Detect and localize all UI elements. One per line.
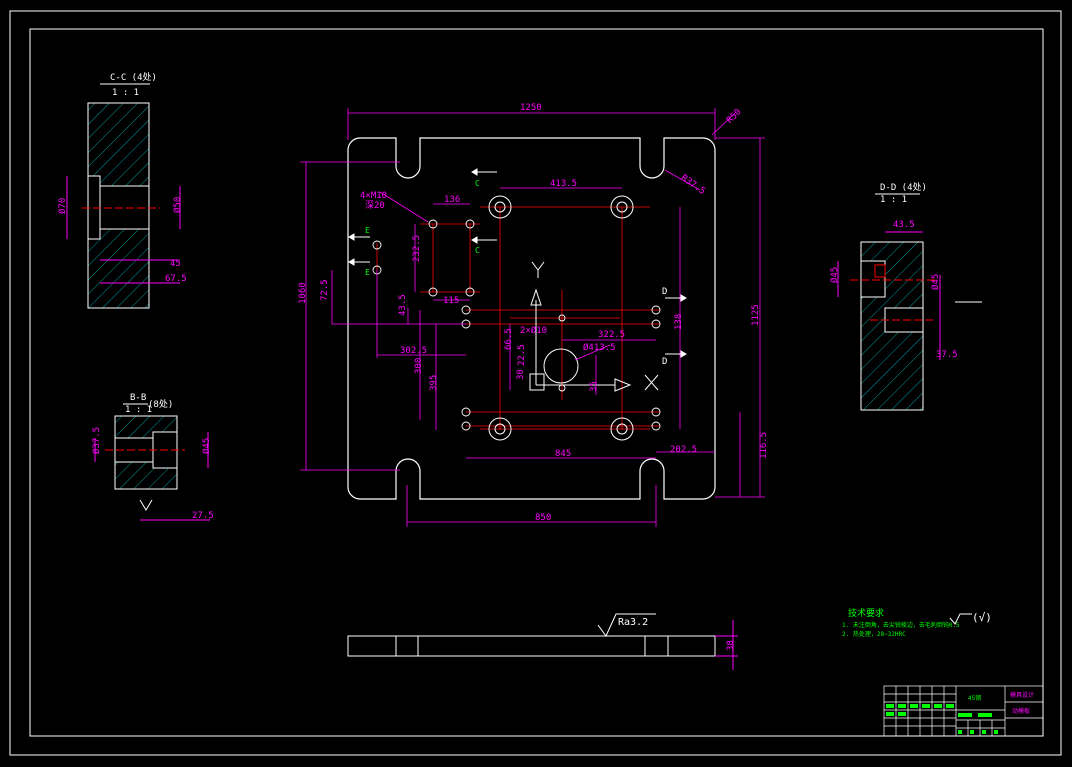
section-marker-e2: E — [365, 268, 370, 277]
tech-title: 技术要求 — [848, 607, 884, 619]
dim-corner: R50 — [725, 107, 744, 126]
cc-dim-0: Ø70 — [57, 198, 68, 214]
hole-callout: 4×M10 — [360, 191, 387, 201]
dim-115: 115 — [443, 296, 459, 306]
title-block — [883, 685, 1044, 737]
dim-136: 136 — [444, 195, 460, 205]
title-block-drawing: 动模板 — [1012, 707, 1030, 715]
dim-138: 138 — [674, 314, 684, 330]
hole-callout-sub: 深20 — [365, 200, 385, 211]
section-bb: B-B 1 : 1 (8处) Ø37.5 Ø45 27.5 — [91, 393, 214, 521]
bb-dim-0: Ø37.5 — [91, 427, 102, 454]
side-thickness: 38 — [726, 640, 736, 651]
section-cc: C-C (4处) 1 : 1 Ø70 Ø50 45 67.5 — [57, 71, 187, 309]
bb-dim-2: 27.5 — [192, 511, 214, 521]
dim-435: 43.5 — [398, 294, 408, 316]
section-marker-d1: D — [662, 287, 667, 297]
tech-requirements: 技术要求 1. 未注倒角，去尖锐棱边，去毛刺倒钝0.5 2. 热处理，28~32… — [842, 607, 992, 638]
dd-dim-2: Ø45 — [930, 274, 941, 290]
guide-holes — [488, 195, 634, 441]
cc-dim-3: 67.5 — [165, 274, 187, 284]
bb-dim-1: Ø45 — [201, 438, 212, 454]
tech-line-2: 2. 热处理，28~32HRC — [842, 630, 906, 638]
section-cc-title: C-C (4处) — [110, 71, 157, 83]
dim-ver1: 66.5 — [504, 328, 514, 350]
main-plate-view: 1250 1060 1125 R50 R37.5 4×M10 深20 413.5… — [298, 103, 769, 527]
section-dd: D-D (4处) 1 : 1 43.5 Ø45 Ø45 37.5 — [829, 181, 982, 411]
inner-frame — [29, 28, 1044, 737]
section-cc-scale: 1 : 1 — [112, 88, 139, 98]
side-view: 38 Ra3.2 — [347, 613, 738, 670]
section-marker-c2: C — [475, 246, 480, 255]
section-marker-c1: C — [475, 179, 480, 188]
section-bb-title: B-B — [130, 393, 146, 403]
dd-dim-0: 43.5 — [893, 220, 915, 230]
title-block-material: 45钢 — [968, 694, 981, 702]
side-roughness: Ra3.2 — [618, 617, 648, 628]
dim-overall-height: 1060 — [298, 282, 308, 304]
dim-725: 72.5 — [320, 279, 330, 301]
dim-300: 300 — [414, 358, 424, 374]
dim-2x10: 2×Ø10 — [520, 325, 547, 336]
dim-ver4: 35 — [589, 381, 599, 392]
dim-2325: 232.5 — [412, 235, 422, 262]
dim-395: 395 — [429, 375, 439, 391]
dd-dim-3: 37.5 — [936, 350, 958, 360]
dim-845: 845 — [555, 449, 571, 459]
dim-1165: 116.5 — [759, 432, 769, 459]
plate-outline — [347, 137, 716, 500]
roughness-other: (√) — [972, 611, 992, 624]
dim-right-height: 1125 — [751, 304, 761, 326]
dim-overall-width: 1250 — [520, 103, 542, 113]
tech-line-1: 1. 未注倒角，去尖锐棱边，去毛刺倒钝0.5 — [842, 621, 960, 629]
section-dd-scale: 1 : 1 — [880, 195, 907, 205]
dim-3025: 302.5 — [400, 346, 427, 356]
dim-850: 850 — [535, 513, 551, 523]
dim-corner-slot: R37.5 — [679, 173, 707, 197]
section-bb-scale: 1 : 1 — [125, 405, 152, 415]
section-marker-e1: E — [365, 226, 370, 235]
dim-ver2: 22.5 — [517, 344, 527, 366]
outer-frame — [9, 10, 1062, 756]
title-block-company: 模具设计 — [1010, 691, 1034, 699]
section-dd-title: D-D (4处) — [880, 181, 927, 193]
dim-phi: Ø413.5 — [583, 342, 616, 353]
cc-dim-2: 45 — [170, 259, 181, 269]
cc-dim-1: Ø50 — [172, 197, 183, 213]
dim-ver3: 30 — [516, 369, 526, 380]
dim-4135: 413.5 — [550, 179, 577, 189]
dim-3225: 322.5 — [598, 330, 625, 340]
section-marker-d2: D — [662, 357, 667, 367]
section-bb-qty: (8处) — [148, 398, 173, 410]
dim-2025: 202.5 — [670, 445, 697, 455]
dd-dim-1: Ø45 — [829, 267, 840, 283]
